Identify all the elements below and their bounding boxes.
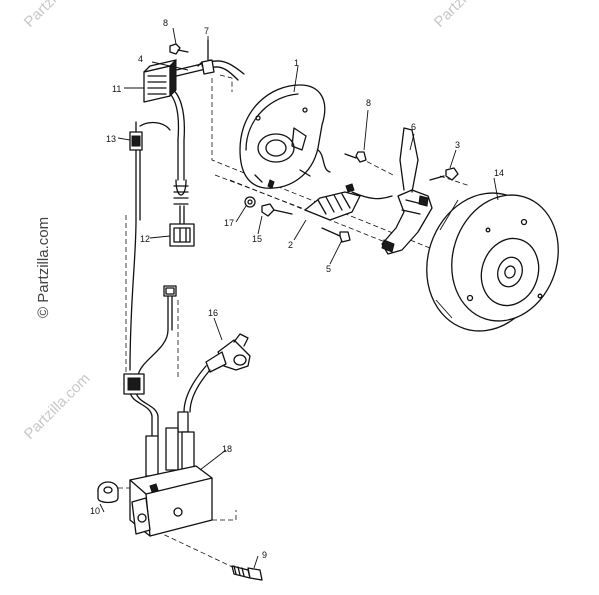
callout-4: 4 [138,54,143,64]
screw-5 [321,227,351,243]
callout-8-top: 8 [163,18,168,28]
callout-11: 11 [112,84,121,94]
screws-group [97,43,459,581]
connector-lower [123,373,145,395]
callout-17: 17 [224,218,234,228]
stator-plate [239,84,331,189]
bullet-connector [163,285,177,297]
callout-10: 10 [90,506,100,516]
exciter-coil [381,127,433,255]
watermark-top-left: Partzilla.com [21,0,94,31]
regulator [143,58,177,103]
callout-8-right: 8 [366,98,371,108]
bolt-9 [231,565,263,581]
callout-7: 7 [204,26,209,36]
leader-lines [99,27,499,569]
spark-plug-cap [183,333,251,413]
callout-16: 16 [208,308,218,318]
callout-3: 3 [455,140,460,150]
connector-13 [129,121,143,151]
grommet-10 [97,481,119,504]
screw-15 [261,203,293,217]
connector-12 [169,223,195,247]
watermark-left-lower: Partzilla.com [21,370,94,443]
callout-15: 15 [252,234,262,244]
screw-8-right [344,151,367,163]
watermark-side: © Partzilla.com [35,217,52,318]
callout-1: 1 [294,58,299,68]
callout-13: 13 [106,134,116,144]
callout-6: 6 [411,122,416,132]
callout-5: 5 [326,264,331,274]
callout-2: 2 [288,240,293,250]
screw-8-top [169,43,189,55]
callout-9: 9 [262,550,267,560]
callout-18: 18 [222,444,232,454]
wire-harness [129,39,245,437]
pulser-coil [304,183,393,221]
assembly-lines [118,74,471,581]
coil-leads [145,411,195,477]
ignition-coil [129,465,213,537]
callout-12: 12 [140,234,150,244]
flywheel [426,192,559,332]
watermark-top-right: Partzilla.com [431,0,504,31]
washer-17 [244,196,256,208]
screw-3 [429,167,459,181]
callout-14: 14 [494,168,504,178]
callout-labels: 1 2 3 4 5 6 7 8 8 9 10 11 12 13 14 15 16… [90,18,504,560]
